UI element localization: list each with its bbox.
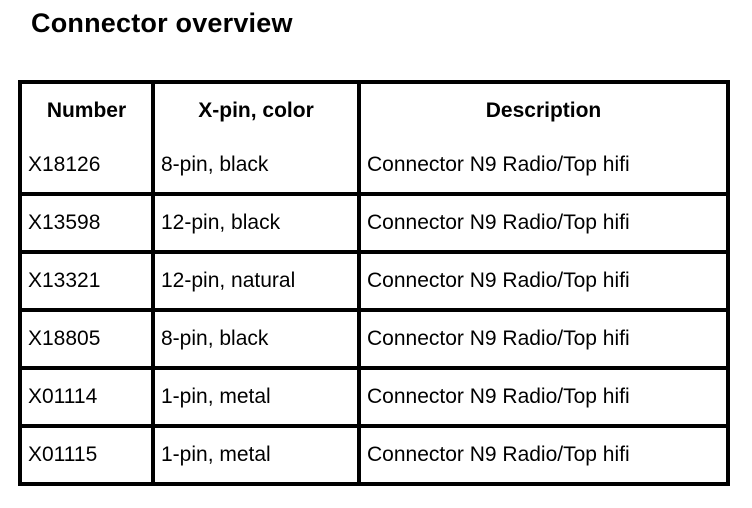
cell-description: Connector N9 Radio/Top hifi [359, 424, 726, 482]
cell-description: Connector N9 Radio/Top hifi [359, 250, 726, 310]
cell-description: Connector N9 Radio/Top hifi [359, 138, 726, 194]
cell-description: Connector N9 Radio/Top hifi [359, 308, 726, 368]
cell-number: X13321 [22, 250, 155, 310]
cell-xpin-color: 8-pin, black [153, 308, 361, 368]
cell-xpin-color: 8-pin, black [153, 138, 361, 194]
cell-number: X01115 [22, 424, 155, 482]
table-row: X13321 12-pin, natural Connector N9 Radi… [22, 250, 726, 310]
column-header-xpin-color: X-pin, color [153, 84, 361, 138]
cell-description: Connector N9 Radio/Top hifi [359, 366, 726, 426]
cell-xpin-color: 12-pin, black [153, 192, 361, 252]
cell-xpin-color: 1-pin, metal [153, 424, 361, 482]
connector-overview-table: Number X-pin, color Description X18126 8… [22, 84, 726, 482]
cell-description: Connector N9 Radio/Top hifi [359, 192, 726, 252]
page-title: Connector overview [31, 8, 293, 38]
table-row: X01114 1-pin, metal Connector N9 Radio/T… [22, 366, 726, 426]
table-header-row: Number X-pin, color Description [22, 84, 726, 138]
table-row: X18805 8-pin, black Connector N9 Radio/T… [22, 308, 726, 368]
connector-overview-table-container: Number X-pin, color Description X18126 8… [18, 80, 730, 486]
column-header-description: Description [359, 84, 726, 138]
column-header-number: Number [22, 84, 155, 138]
cell-xpin-color: 12-pin, natural [153, 250, 361, 310]
cell-number: X13598 [22, 192, 155, 252]
cell-number: X01114 [22, 366, 155, 426]
cell-xpin-color: 1-pin, metal [153, 366, 361, 426]
cell-number: X18126 [22, 138, 155, 194]
cell-number: X18805 [22, 308, 155, 368]
table-row: X18126 8-pin, black Connector N9 Radio/T… [22, 138, 726, 194]
table-header: Number X-pin, color Description [22, 84, 726, 138]
table-row: X01115 1-pin, metal Connector N9 Radio/T… [22, 424, 726, 482]
table-body: X18126 8-pin, black Connector N9 Radio/T… [22, 138, 726, 482]
table-row: X13598 12-pin, black Connector N9 Radio/… [22, 192, 726, 252]
